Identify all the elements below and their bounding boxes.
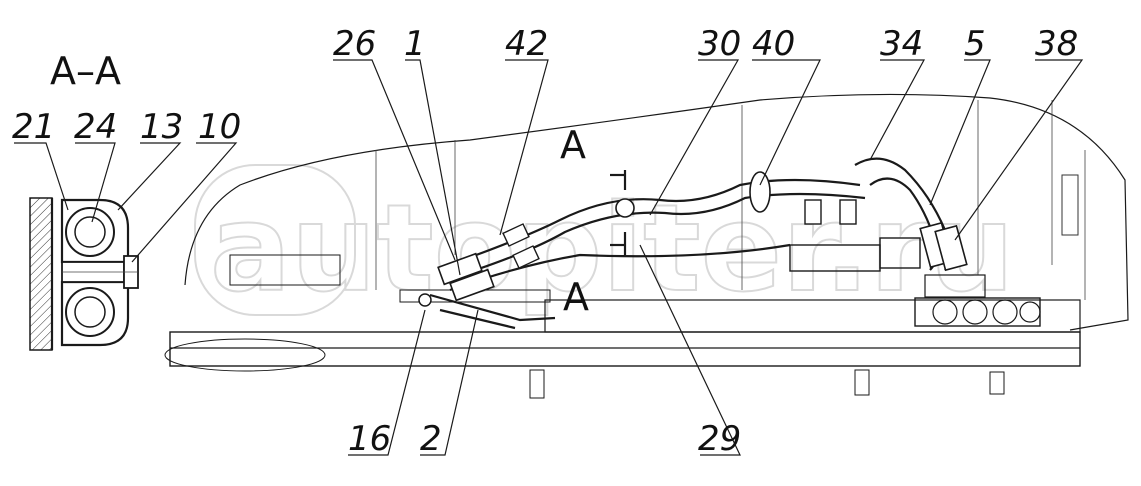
callout-40: 40 xyxy=(752,24,795,64)
callouts-top: 26 1 42 30 40 34 5 38 xyxy=(333,24,1084,276)
watermark-text: autopiter.ru xyxy=(210,180,1014,319)
section-mark-lower: A xyxy=(563,275,589,319)
callout-26: 26 xyxy=(333,24,376,64)
section-mark-upper: A xyxy=(560,123,586,167)
callout-2: 2 xyxy=(420,419,442,459)
callout-1: 1 xyxy=(404,24,426,64)
callout-16: 16 xyxy=(348,419,391,459)
callout-42: 42 xyxy=(505,24,548,64)
callout-34: 34 xyxy=(880,24,923,64)
main-assembly: A A xyxy=(164,93,1129,399)
callout-24: 24 xyxy=(74,107,117,147)
callout-21: 21 xyxy=(12,107,55,147)
callout-38: 38 xyxy=(1035,24,1078,64)
callout-29: 29 xyxy=(698,419,741,459)
callout-30: 30 xyxy=(698,24,741,64)
watermark: autopiter.ru xyxy=(194,164,1015,320)
callouts-bottom: 16 2 29 xyxy=(348,244,741,459)
section-view-aa: A–A 21 24 13 10 xyxy=(12,49,241,351)
callout-13: 13 xyxy=(140,107,183,147)
callout-10: 10 xyxy=(198,107,241,147)
callout-5: 5 xyxy=(964,24,986,64)
section-title: A–A xyxy=(50,49,121,93)
